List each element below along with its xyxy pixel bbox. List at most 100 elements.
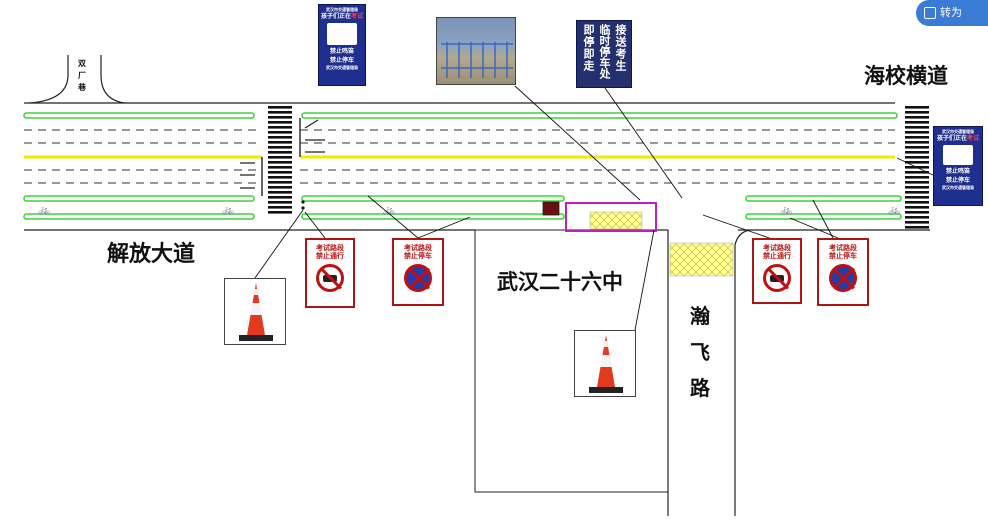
no-entry-sign-left: 考试路段 禁止通行 [305, 238, 355, 308]
zebra-stripe [905, 156, 929, 159]
no-car-icon [316, 264, 344, 292]
pickup-col-1: 接送考生 [614, 24, 627, 72]
barrier-fence-icon [441, 42, 513, 78]
zebra-stripe [268, 161, 292, 164]
zebra-stripe [905, 111, 929, 114]
sign-line-3: 禁止停车 [329, 57, 354, 64]
exam-sign-top: 武汉市交通管理局 孩子们正在考试 禁止鸣笛 禁止停车 武汉市交通管理局 [318, 4, 366, 86]
sign-line-2: 禁止通行 [316, 252, 344, 260]
zebra-stripe [905, 216, 929, 219]
zebra-stripe [905, 221, 929, 224]
sign-line-2: 禁止鸣笛 [945, 168, 970, 175]
zebra-stripe [905, 161, 929, 164]
zebra-stripe [905, 201, 929, 204]
zebra-stripe [905, 116, 929, 119]
sign-highlight: 考试 [967, 135, 980, 142]
zebra-stripe [905, 146, 929, 149]
sign-highlight: 考试 [351, 13, 364, 20]
sign-line-2: 禁止停车 [829, 252, 857, 260]
sign-footer: 武汉市交通管理局 [326, 65, 358, 70]
sign-line-1: 考试路段 [763, 244, 791, 252]
no-parking-icon [404, 264, 432, 292]
sign-header: 武汉市交通管理局 [326, 7, 358, 12]
no-parking-icon [829, 264, 857, 292]
sign-line-1: 孩子们正在 [320, 13, 351, 20]
zebra-stripe [268, 196, 292, 199]
bicycle-icon: 🚲 [222, 205, 234, 216]
child-figure-icon [943, 145, 973, 165]
pickup-col-2: 临时停车处 [598, 24, 611, 79]
alley-label: 双厂巷 [78, 58, 86, 92]
zebra-stripe [905, 126, 929, 129]
no-parking-sign-right: 考试路段 禁止停车 [817, 238, 869, 306]
sign-line-1: 孩子们正在 [936, 135, 967, 142]
sign-header: 武汉市交通管理局 [942, 129, 974, 134]
exam-sign-right: 武汉市交通管理局 孩子们正在考试 禁止鸣笛 禁止停车 武汉市交通管理局 [933, 126, 983, 206]
zebra-stripe [268, 131, 292, 134]
zebra-stripe [268, 136, 292, 139]
zebra-stripe [268, 176, 292, 179]
no-entry-sign-right: 考试路段 禁止通行 [752, 238, 802, 304]
zebra-stripe [905, 196, 929, 199]
zebra-stripe [905, 191, 929, 194]
zebra-stripe [905, 141, 929, 144]
zebra-stripe [905, 106, 929, 109]
sign-line-1: 考试路段 [404, 244, 432, 252]
zebra-stripe [268, 191, 292, 194]
zebra-stripe [268, 166, 292, 169]
zebra-stripe [268, 201, 292, 204]
convert-to-word-button[interactable]: 转为Word [916, 0, 988, 45]
zebra-stripe [905, 151, 929, 154]
road-label-vertical: 瀚飞路 [690, 304, 710, 400]
zebra-stripe [905, 136, 929, 139]
child-figure-icon [327, 23, 357, 45]
zebra-stripe [268, 156, 292, 159]
bicycle-icon: 🚲 [780, 205, 792, 216]
barrier-photo [436, 17, 516, 85]
zebra-stripe [905, 131, 929, 134]
road-label-main: 解放大道 [107, 241, 196, 267]
zebra-stripe [905, 226, 929, 229]
no-car-icon [763, 264, 791, 292]
zebra-stripe [268, 106, 292, 109]
sign-line-1: 考试路段 [829, 244, 857, 252]
pickup-col-3: 即停即走 [582, 24, 595, 72]
sign-line-2: 禁止鸣笛 [329, 48, 354, 55]
pickup-sign: 接送考生 临时停车处 即停即走 [576, 20, 632, 88]
sign-line-2: 禁止停车 [404, 252, 432, 260]
sign-line-2: 禁止通行 [763, 252, 791, 260]
zebra-stripe [268, 211, 292, 214]
zebra-stripe [905, 181, 929, 184]
school-label: 武汉二十六中 [497, 269, 623, 294]
traffic-cone-icon [224, 278, 286, 345]
zebra-stripe [268, 141, 292, 144]
zebra-stripe [905, 206, 929, 209]
zebra-stripe [268, 206, 292, 209]
zebra-stripe [268, 116, 292, 119]
zebra-stripe [905, 121, 929, 124]
zebra-stripe [268, 151, 292, 154]
zebra-stripe [905, 171, 929, 174]
convert-label: 转为Word [924, 6, 962, 45]
zebra-stripe [268, 186, 292, 189]
zebra-stripe [268, 171, 292, 174]
document-icon [924, 7, 936, 19]
zebra-stripe [268, 181, 292, 184]
zebra-stripe [268, 121, 292, 124]
no-parking-sign-left: 考试路段 禁止停车 [392, 238, 444, 306]
zebra-stripe [905, 176, 929, 179]
sign-footer: 武汉市交通管理局 [942, 185, 974, 190]
bicycle-icon: 🚲 [888, 205, 900, 216]
zebra-stripe [268, 146, 292, 149]
traffic-cone-icon [574, 330, 636, 397]
sign-line-3: 禁止停车 [945, 177, 970, 184]
zebra-stripe [268, 126, 292, 129]
bicycle-icon: 🚲 [38, 205, 50, 216]
zebra-stripe [268, 111, 292, 114]
bicycle-icon: 🚲 [383, 205, 395, 216]
zebra-stripe [905, 211, 929, 214]
road-label-side: 海校横道 [864, 63, 948, 88]
sign-line-1: 考试路段 [316, 244, 344, 252]
zebra-stripe [905, 186, 929, 189]
